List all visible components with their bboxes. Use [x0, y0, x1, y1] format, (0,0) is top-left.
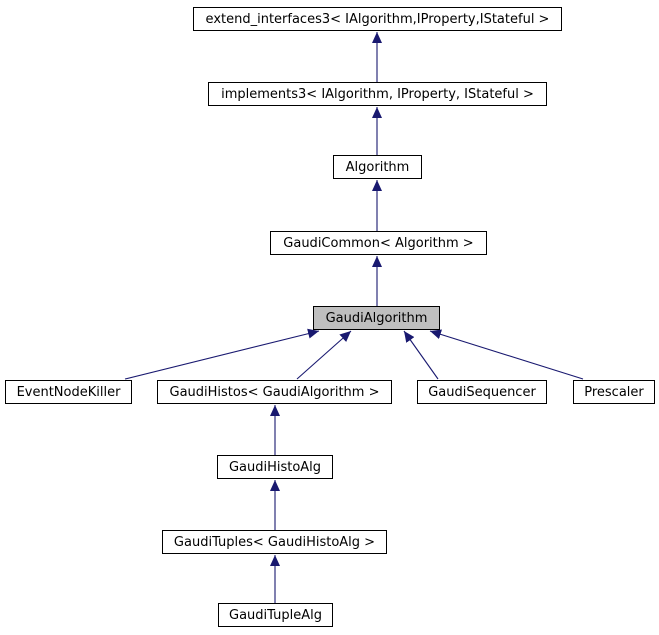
node-algorithm[interactable]: Algorithm	[333, 155, 422, 179]
node-gaudicommon[interactable]: GaudiCommon< Algorithm >	[270, 231, 487, 255]
arrow-prescaler-to-gaudialgorithm	[429, 329, 584, 380]
node-eventnodekiller[interactable]: EventNodeKiller	[5, 380, 132, 404]
node-gaudituples[interactable]: GaudiTuples< GaudiHistoAlg >	[162, 530, 387, 554]
node-gaudihistoalg[interactable]: GaudiHistoAlg	[217, 455, 333, 479]
node-prescaler[interactable]: Prescaler	[573, 380, 655, 404]
node-gauditupealg[interactable]: GaudiTupleAlg	[218, 603, 333, 627]
node-implements3[interactable]: implements3< IAlgorithm, IProperty, ISta…	[208, 82, 547, 106]
node-extend-interfaces3[interactable]: extend_interfaces3< IAlgorithm,IProperty…	[193, 7, 562, 31]
node-gaudihistos[interactable]: GaudiHistos< GaudiAlgorithm >	[157, 380, 392, 404]
arrow-eventnodekiller-to-gaudialgorithm	[124, 328, 320, 380]
arrow-gaudisequencer-to-gaudialgorithm	[403, 330, 439, 380]
arrow-gaudihistos-to-gaudialgorithm	[296, 330, 352, 380]
node-gaudisequencer[interactable]: GaudiSequencer	[417, 380, 547, 404]
node-gaudialgorithm-current: GaudiAlgorithm	[313, 306, 440, 330]
